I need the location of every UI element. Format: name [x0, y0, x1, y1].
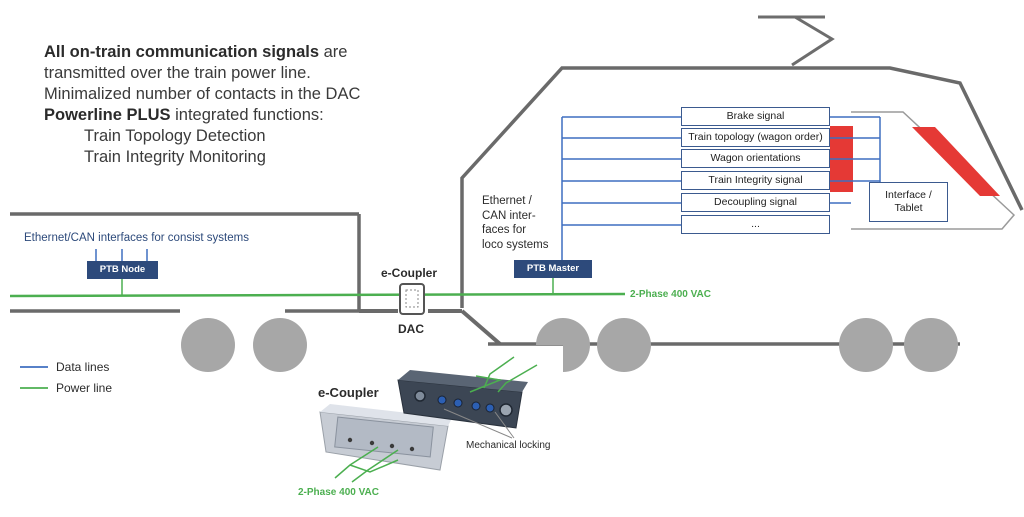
bullet-item-text: transmitted over the train power line. — [44, 64, 311, 82]
loco-interfaces-label: Ethernet / CAN inter- faces for loco sys… — [482, 194, 548, 252]
bullet-item-bold: All on-train communication signals — [44, 43, 320, 61]
bullet-item-text: integrated functions: — [170, 106, 324, 124]
wagon-interfaces-label: Ethernet/CAN interfaces for consist syst… — [24, 232, 249, 244]
signal-box-integrity: Train Integrity signal — [681, 171, 830, 190]
locking-pointers — [443, 408, 515, 439]
coupler-bars — [359, 309, 502, 346]
loco-interfaces-line: loco systems — [482, 238, 549, 251]
bullet-item: All on-train communication signals are — [20, 42, 420, 63]
e-coupler-label: e-Coupler — [381, 266, 438, 280]
wheel — [181, 318, 235, 372]
wheel — [253, 318, 307, 372]
photo-e-coupler-title: e-Coupler — [318, 385, 379, 400]
wheel — [904, 318, 958, 372]
bullet-item-text: Minimalized number of contacts in the DA… — [44, 85, 361, 103]
bullet-item: Minimalized number of contacts in the DA… — [20, 84, 420, 105]
bullet-item-text: are — [319, 43, 348, 61]
power-line — [9, 292, 626, 298]
bullet-list: All on-train communication signals are t… — [20, 42, 420, 168]
bullet-item-bold: Powerline PLUS — [44, 106, 171, 124]
sub-bullet-text: Train Integrity Monitoring — [84, 148, 266, 166]
loco-interfaces-line: faces for — [482, 224, 527, 236]
pantograph — [758, 15, 835, 67]
sub-bullet-item: Train Integrity Monitoring — [20, 147, 420, 168]
dac-label: DAC — [398, 322, 424, 336]
master-data-bus — [561, 116, 881, 261]
power-voltage-label: 2-Phase 400 VAC — [630, 289, 711, 300]
mechanical-locking-label: Mechanical locking — [466, 440, 551, 451]
wheels — [181, 318, 958, 372]
tablet-label-line: Tablet — [894, 202, 923, 214]
e-coupler-symbol — [399, 283, 425, 315]
signal-box-more: ... — [681, 215, 830, 234]
signal-box-orientations: Wagon orientations — [681, 149, 830, 168]
photo-power-label: 2-Phase 400 VAC — [298, 487, 379, 498]
legend-power-line-label: Power line — [56, 381, 113, 395]
legend-data-lines-label: Data lines — [56, 360, 110, 374]
bullet-item-continuation: transmitted over the train power line. — [20, 63, 420, 84]
photo-power-wires — [334, 356, 538, 483]
interface-tablet-box: Interface / Tablet — [869, 182, 948, 222]
loco-interfaces-line: CAN inter- — [482, 209, 536, 222]
loco-interfaces-line: Ethernet / — [482, 195, 532, 207]
e-coupler-photo — [319, 370, 528, 471]
signal-box-brake: Brake signal — [681, 107, 830, 126]
signal-box-topology: Train topology (wagon order) — [681, 128, 830, 147]
ptb-master-box: PTB Master — [514, 260, 592, 278]
bullet-item: Powerline PLUS integrated functions: — [20, 105, 420, 126]
wheel — [839, 318, 893, 372]
wheel — [536, 318, 590, 372]
wheel — [597, 318, 651, 372]
sub-bullet-text: Train Topology Detection — [84, 127, 266, 145]
sub-bullet-item: Train Topology Detection — [20, 126, 420, 147]
signal-box-decoupling: Decoupling signal — [681, 193, 830, 212]
ptb-node-box: PTB Node — [87, 261, 158, 279]
node-data-lines — [95, 249, 148, 261]
tablet-label-line: Interface / — [885, 189, 932, 201]
